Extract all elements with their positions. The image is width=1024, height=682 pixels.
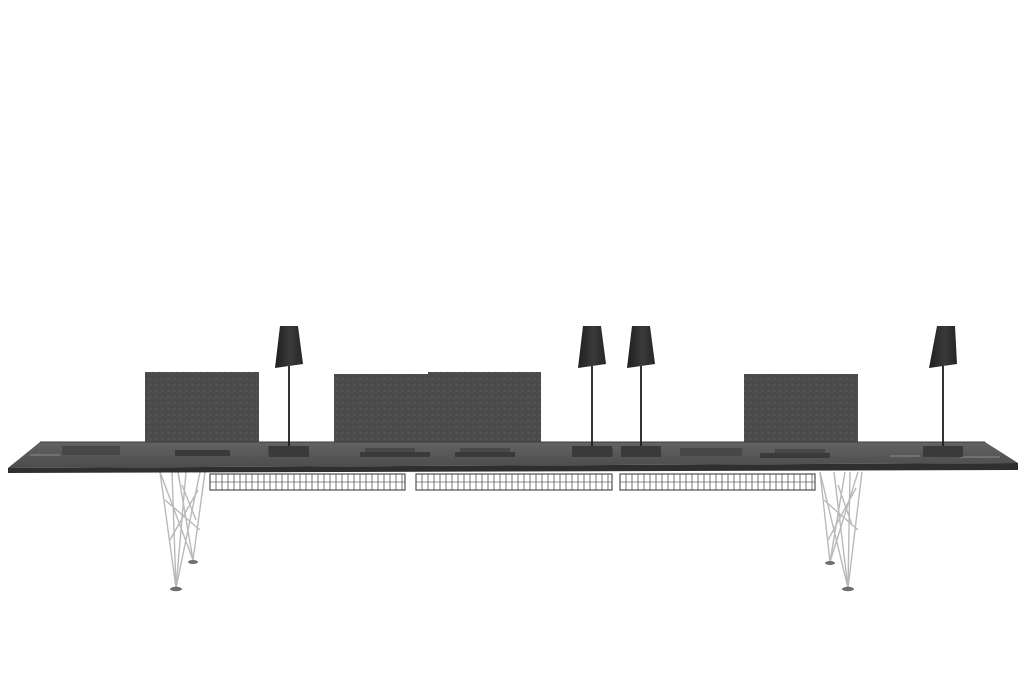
lamp-base [923, 446, 963, 457]
felt-divider-panel [145, 372, 259, 452]
desk-lamp [621, 326, 661, 457]
table-leg-right [819, 471, 863, 589]
lamp-shade [578, 326, 606, 368]
cable-tray [209, 473, 406, 491]
panel-clamp-bases [175, 450, 830, 458]
lamp-base [572, 446, 612, 457]
desk-accent-lines [30, 454, 1000, 458]
lamp-base [269, 446, 309, 457]
lamp-base [621, 446, 661, 457]
leg-foot [170, 586, 182, 592]
desk-lamp [572, 326, 612, 457]
cable-tray [415, 473, 613, 491]
table-leg-left [159, 471, 206, 589]
felt-divider-panel [428, 372, 541, 452]
lamp-shade [627, 326, 655, 368]
desk-lamp [923, 326, 963, 457]
cable-tray [619, 473, 816, 491]
leg-foot [825, 561, 835, 565]
lamp-shade [929, 326, 957, 368]
leg-foot [188, 560, 198, 564]
leg-foot [842, 586, 854, 592]
desk-lamp [269, 326, 309, 457]
felt-divider-panel [744, 374, 858, 452]
lamp-shade [275, 326, 303, 368]
tabletop-front-edge [8, 463, 1018, 473]
